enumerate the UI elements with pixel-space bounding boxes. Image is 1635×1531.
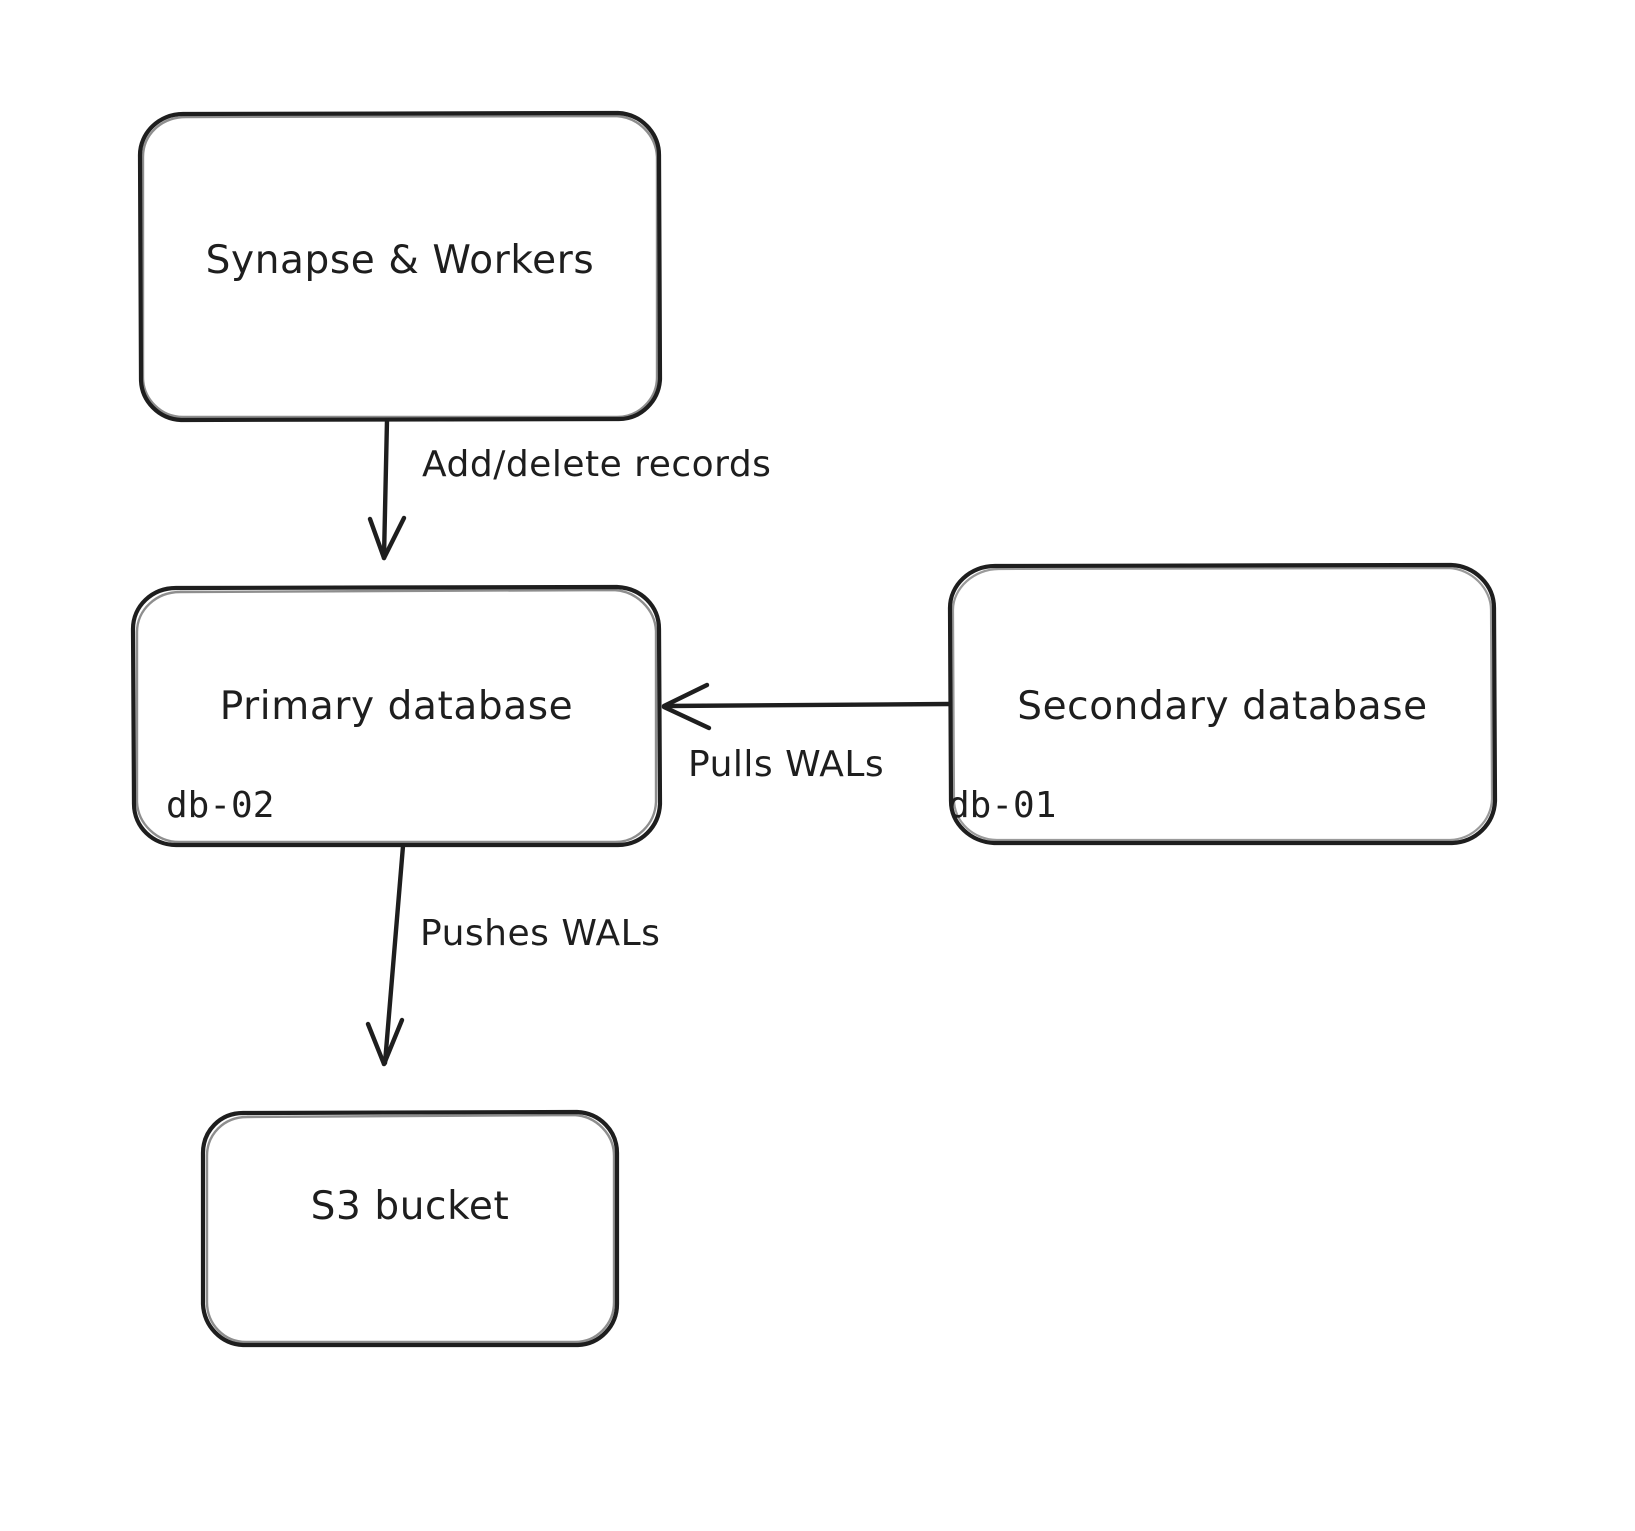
node-shape-primary-db[interactable] xyxy=(130,584,663,848)
node-secondary-db[interactable] xyxy=(950,565,1495,843)
node-shape-secondary-db[interactable] xyxy=(947,562,1498,846)
edge-secondary-to-primary[interactable] xyxy=(661,682,952,731)
node-primary-db[interactable] xyxy=(133,587,660,845)
edge-synapse-to-primary[interactable] xyxy=(367,417,407,561)
node-shape-s3-bucket[interactable] xyxy=(200,1109,620,1348)
node-shape-synapse[interactable] xyxy=(137,110,663,423)
node-s3-bucket[interactable] xyxy=(203,1112,617,1345)
node-synapse[interactable] xyxy=(140,113,660,420)
edge-primary-to-s3[interactable] xyxy=(365,843,406,1067)
